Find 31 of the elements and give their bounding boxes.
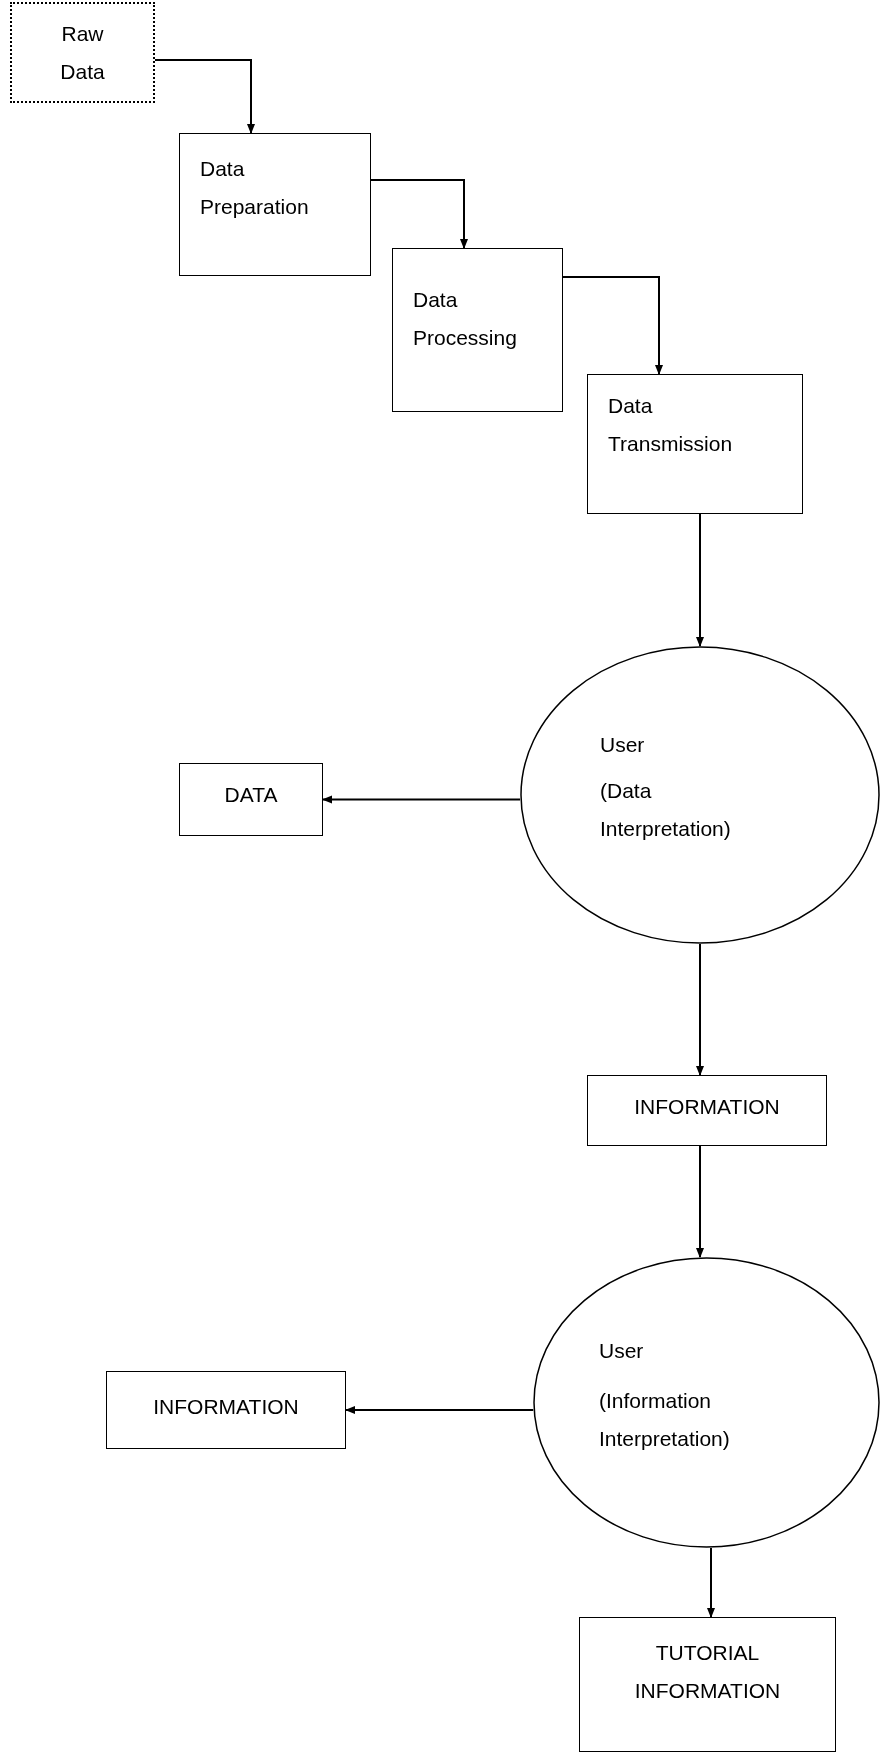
process-box: [392, 248, 563, 412]
node-text: (Information Interpretation): [599, 1388, 731, 1452]
node-text: User: [599, 1338, 645, 1364]
node-text: Data Preparation: [200, 156, 310, 220]
user-ellipse: [533, 1257, 880, 1548]
arrow: [345, 1406, 535, 1414]
process-box: [106, 1371, 346, 1449]
process-box: [587, 1075, 827, 1146]
node-text: (Data Interpretation): [600, 778, 732, 842]
node-text: INFORMATION: [634, 1094, 780, 1120]
node-text: User: [600, 732, 646, 758]
arrow: [562, 276, 663, 375]
node-text: Data Transmission: [608, 393, 734, 457]
node-text: TUTORIAL INFORMATION: [633, 1640, 782, 1704]
arrow: [696, 513, 704, 647]
arrow: [707, 1546, 715, 1618]
process-box: [587, 374, 803, 514]
arrow: [154, 59, 255, 134]
process-box: [179, 133, 371, 276]
node-text: Data Processing: [413, 287, 518, 351]
process-box: [579, 1617, 836, 1752]
process-box: [179, 763, 323, 836]
node-text: Raw Data: [59, 20, 106, 85]
arrow: [696, 943, 704, 1076]
user-ellipse: [520, 646, 880, 944]
node-text: DATA: [224, 782, 278, 808]
process-box: [10, 2, 155, 103]
arrow: [696, 1145, 704, 1259]
arrow: [370, 179, 468, 249]
arrow: [322, 795, 522, 804]
node-text: INFORMATION: [153, 1394, 299, 1420]
